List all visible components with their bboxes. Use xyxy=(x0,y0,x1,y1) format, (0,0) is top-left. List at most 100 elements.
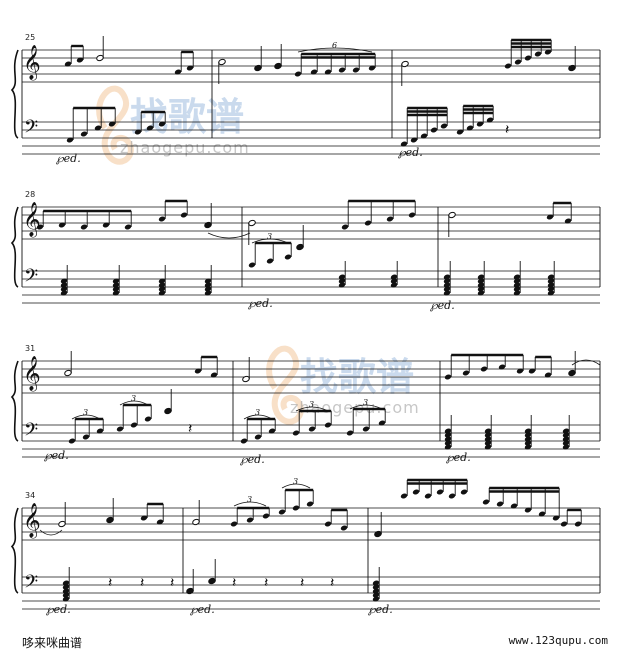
notehead xyxy=(496,501,504,507)
chord-notehead xyxy=(372,592,380,598)
notehead xyxy=(194,368,202,374)
chord-notehead xyxy=(562,428,570,434)
chord-notehead xyxy=(484,440,492,446)
quarter-rest-icon: 𝄽 xyxy=(330,575,334,591)
notehead xyxy=(144,416,152,422)
notehead xyxy=(146,125,154,131)
chord-notehead xyxy=(204,286,212,292)
note xyxy=(64,351,72,377)
chord-notehead xyxy=(372,596,380,602)
notehead xyxy=(82,434,90,440)
tuplet-number: 3 xyxy=(83,408,88,417)
chord-notehead xyxy=(524,432,532,438)
tuplet-slur xyxy=(71,414,101,420)
chord-notehead xyxy=(484,436,492,442)
notehead xyxy=(186,65,194,71)
notehead xyxy=(140,515,148,521)
notehead xyxy=(324,422,332,428)
chord-notehead xyxy=(484,428,492,434)
measure-number: 28 xyxy=(25,190,35,199)
watermark-clef-icon xyxy=(266,345,304,425)
chord-notehead xyxy=(477,282,485,288)
pedal-mark: ℘ed. xyxy=(430,299,455,312)
notehead xyxy=(448,493,456,499)
chord-notehead xyxy=(524,440,532,446)
notehead xyxy=(341,224,349,230)
footer-url: www.123qupu.com xyxy=(508,634,608,647)
notehead xyxy=(80,224,88,230)
notehead xyxy=(462,370,470,376)
chord-notehead xyxy=(477,274,485,280)
pedal-mark: ℘ed. xyxy=(398,146,423,159)
chord-notehead xyxy=(513,278,521,284)
quarter-rest-icon: 𝄽 xyxy=(232,575,236,591)
notehead xyxy=(412,489,420,495)
tuplet-slur xyxy=(281,483,311,489)
treble-clef-icon: 𝄞 xyxy=(23,356,41,392)
treble-clef-icon: 𝄞 xyxy=(23,503,41,539)
treble-clef-icon: 𝄞 xyxy=(23,202,41,238)
notehead xyxy=(134,129,142,135)
tuplet-slur xyxy=(251,238,289,244)
pedal-mark: ℘ed. xyxy=(446,451,471,464)
notehead xyxy=(364,220,372,226)
notehead xyxy=(516,368,524,374)
chord-notehead xyxy=(62,592,70,598)
chord-notehead xyxy=(112,286,120,292)
system-brace xyxy=(10,49,19,139)
notehead xyxy=(498,364,506,370)
tuplet-slur xyxy=(243,414,273,420)
quarter-rest-icon: 𝄽 xyxy=(188,421,192,437)
tuplet-slur xyxy=(295,406,329,412)
chord-notehead xyxy=(372,584,380,590)
chord-notehead xyxy=(62,580,70,586)
quarter-rest-icon: 𝄽 xyxy=(505,122,509,138)
notehead xyxy=(560,521,568,527)
notehead xyxy=(284,254,292,260)
notehead xyxy=(410,137,418,143)
chord-notehead xyxy=(477,286,485,292)
tuplet-slur xyxy=(297,47,373,53)
notehead xyxy=(476,121,484,127)
chord-notehead xyxy=(547,282,555,288)
notehead xyxy=(340,525,348,531)
chord-notehead xyxy=(547,286,555,292)
chord-notehead xyxy=(372,580,380,586)
pedal-mark: ℘ed. xyxy=(190,603,215,616)
chord-notehead xyxy=(62,584,70,590)
bass-staff xyxy=(22,576,600,610)
chord-notehead xyxy=(60,286,68,292)
notehead xyxy=(524,55,532,61)
note xyxy=(274,44,282,70)
notehead xyxy=(430,127,438,133)
chord-notehead xyxy=(477,290,485,296)
notehead xyxy=(96,428,104,434)
note xyxy=(192,500,200,526)
quarter-rest-icon: 𝄽 xyxy=(140,575,144,591)
chord-notehead xyxy=(60,282,68,288)
notehead xyxy=(210,372,218,378)
note xyxy=(186,569,194,595)
chord-notehead xyxy=(60,290,68,296)
chord-notehead xyxy=(562,440,570,446)
chord-notehead xyxy=(112,278,120,284)
notehead xyxy=(482,499,490,505)
treble-staff xyxy=(22,206,600,240)
tuplet-number: 3 xyxy=(247,495,252,504)
tuplet-number: 3 xyxy=(363,398,368,407)
tuplet-number: 6 xyxy=(332,41,337,50)
watermark-url: zhaogepu.com xyxy=(120,138,250,157)
notehead xyxy=(524,507,532,513)
chord-notehead xyxy=(158,278,166,284)
note xyxy=(568,46,576,72)
chord-notehead xyxy=(158,286,166,292)
notehead xyxy=(552,515,560,521)
chord-notehead xyxy=(484,444,492,450)
note xyxy=(374,512,382,538)
notehead xyxy=(156,519,164,525)
chord-notehead xyxy=(204,282,212,288)
notehead xyxy=(424,493,432,499)
bass-staff xyxy=(22,270,600,304)
